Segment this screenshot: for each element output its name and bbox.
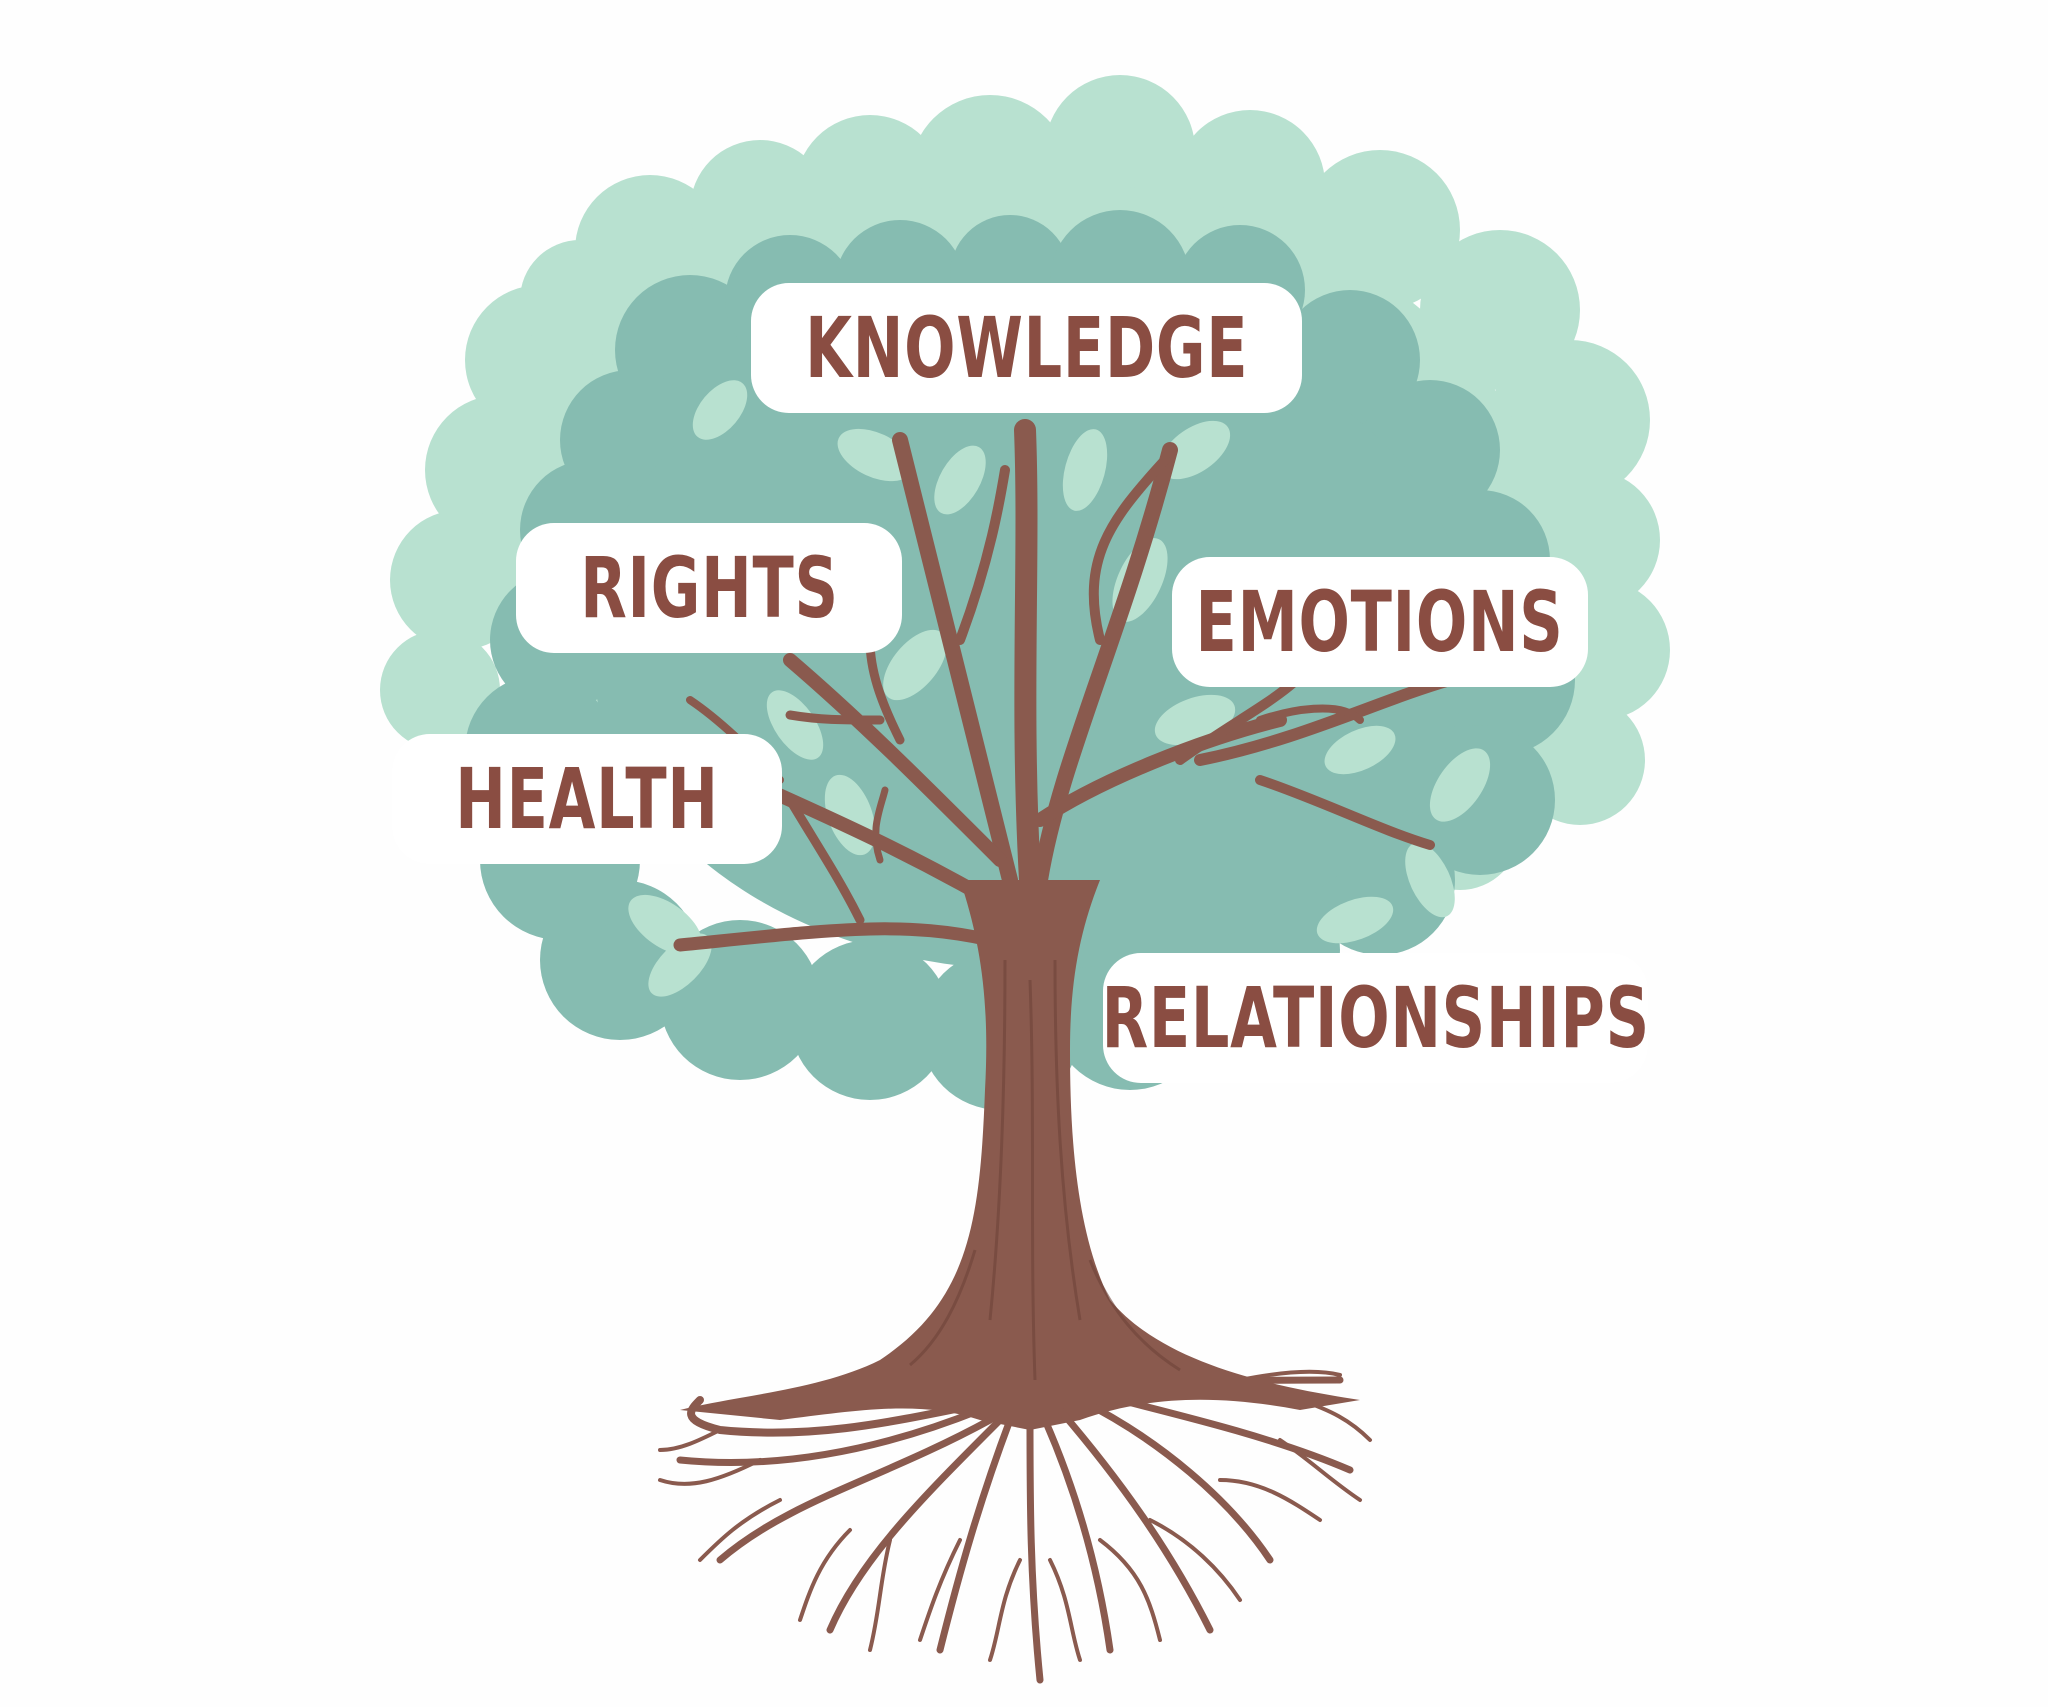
label-relationships: RELATIONSHIPS (1101, 953, 1650, 1083)
roots (658, 1369, 1372, 1684)
label-knowledge: KNOWLEDGE (751, 283, 1302, 413)
label-rights-text: RIGHTS (579, 539, 839, 637)
trunk-texture (909, 959, 1181, 1381)
label-health: HEALTH (392, 734, 782, 864)
label-health-text: HEALTH (455, 750, 719, 848)
label-emotions: EMOTIONS (1172, 557, 1588, 687)
trunk (680, 880, 1360, 1430)
label-rights: RIGHTS (516, 523, 902, 653)
branches (673, 419, 1456, 952)
label-emotions-text: EMOTIONS (1195, 573, 1565, 671)
label-knowledge-text: KNOWLEDGE (804, 299, 1249, 397)
label-relationships-text: RELATIONSHIPS (1101, 969, 1650, 1067)
